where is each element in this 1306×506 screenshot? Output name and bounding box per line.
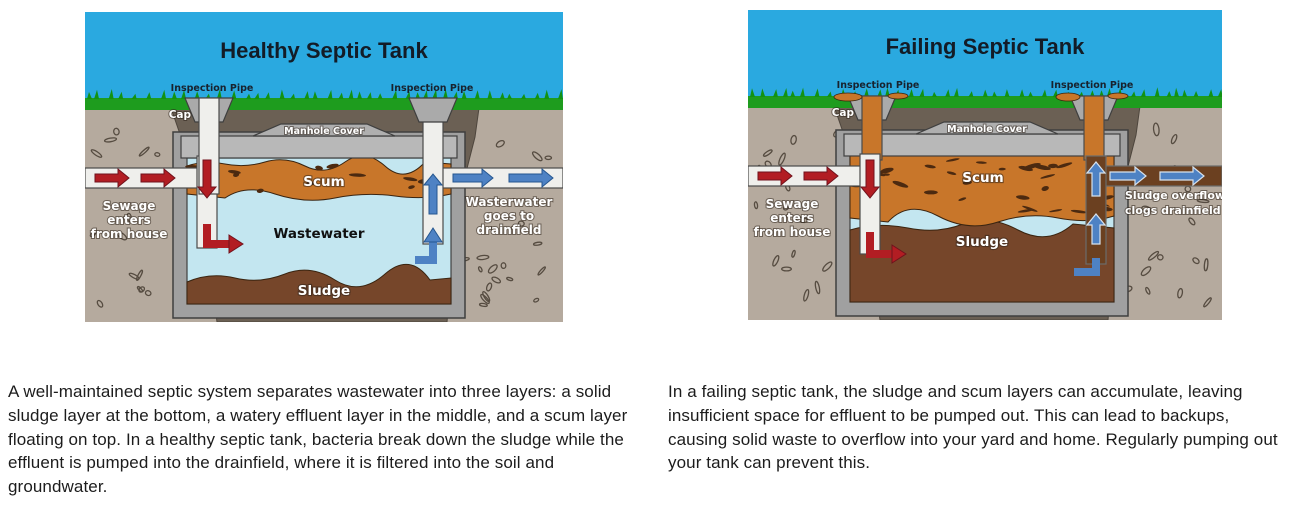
outflow-elbow-arrow xyxy=(415,242,437,264)
failing-caption: In a failing septic tank, the sludge and… xyxy=(668,382,1278,473)
manhole-cover-label: Manhole Cover xyxy=(947,124,1027,135)
overflow-caption-line1: Sludge overflow xyxy=(1125,189,1222,202)
outflow-elbow-arrow xyxy=(1074,258,1100,276)
inflow-elbow-head xyxy=(228,234,244,254)
grass-strip xyxy=(748,96,1222,108)
healthy-caption: A well-maintained septic system separate… xyxy=(8,382,628,497)
tank-lid xyxy=(180,135,458,159)
sludge-label: Sludge xyxy=(298,283,350,299)
sky-background xyxy=(748,10,1222,106)
inflow-arrow xyxy=(803,165,839,187)
outlet-caption-line3: drainfield xyxy=(477,223,542,237)
inflow-arrow xyxy=(140,167,176,189)
failing-septic-tank-diagram: Failing Septic Tank Inspection Pipe Insp… xyxy=(748,10,1222,320)
scum-label: Scum xyxy=(303,174,344,190)
scum-mound xyxy=(833,92,863,102)
outlet-caption-line1: Wasterwater xyxy=(466,195,553,209)
inspection-pipe-label-left: Inspection Pipe xyxy=(837,80,920,91)
scum-layer xyxy=(186,155,452,201)
inlet-caption-line1: Sewage xyxy=(766,197,819,211)
inflow-arrow xyxy=(94,167,130,189)
inlet-caption-line2: enters xyxy=(107,213,151,227)
inflow-elbow-arrow xyxy=(203,224,229,248)
diagram-title: Failing Septic Tank xyxy=(886,34,1086,59)
outflow-arrow xyxy=(452,167,494,189)
inlet-caption-line3: from house xyxy=(754,225,831,239)
outflow-up-arrow xyxy=(422,173,444,215)
failing-septic-tank-figure: Failing Septic Tank Inspection Pipe Insp… xyxy=(748,10,1222,320)
outflow-arrow xyxy=(1109,165,1147,187)
outflow-elbow-head xyxy=(423,227,443,243)
diagram-title: Healthy Septic Tank xyxy=(220,38,428,63)
wastewater-label: Wastewater xyxy=(273,226,364,242)
inspection-pipe-label-right: Inspection Pipe xyxy=(391,83,474,94)
inspection-pipe-right-scum-filled xyxy=(1083,95,1105,161)
inspection-pipe-left-scum-filled xyxy=(861,95,883,161)
inlet-caption-line2: enters xyxy=(770,211,814,225)
scum-mound xyxy=(1055,92,1081,102)
inflow-elbow-head xyxy=(891,244,907,264)
sludge-layer xyxy=(186,264,452,305)
grass-strip xyxy=(85,98,563,110)
scum-layer xyxy=(849,155,1115,227)
inlet-caption-line1: Sewage xyxy=(103,199,156,213)
inflow-down-arrow xyxy=(859,159,881,199)
inflow-arrow xyxy=(757,165,793,187)
outflow-arrow xyxy=(1159,165,1205,187)
cap-label: Cap xyxy=(832,107,855,119)
scum-label: Scum xyxy=(962,170,1003,186)
inspection-pipe-label-left: Inspection Pipe xyxy=(171,83,254,94)
outlet-caption-line2: goes to xyxy=(484,209,534,223)
inspection-pipe-label-right: Inspection Pipe xyxy=(1051,80,1134,91)
overflow-caption-line2: clogs drainfield xyxy=(1125,204,1221,217)
inflow-elbow-arrow xyxy=(866,232,892,258)
scum-mound xyxy=(887,92,909,100)
outflow-up-arrow xyxy=(1085,213,1107,245)
soil-stones-right xyxy=(480,139,553,305)
manhole-cover xyxy=(252,123,396,137)
inflow-down-arrow xyxy=(196,159,218,199)
inspection-cap-right xyxy=(408,97,458,123)
inlet-caption-line3: from house xyxy=(91,227,168,241)
sludge-layer xyxy=(849,219,1115,303)
scum-mound xyxy=(1107,92,1129,100)
outflow-up-arrow xyxy=(1085,161,1107,197)
manhole-cover xyxy=(915,121,1059,135)
manhole-cover-label: Manhole Cover xyxy=(284,126,364,137)
outflow-arrow xyxy=(508,167,554,189)
tank-lid xyxy=(843,133,1121,157)
sludge-label: Sludge xyxy=(956,234,1008,250)
healthy-septic-tank-diagram: Healthy Septic Tank Inspection Pipe Insp… xyxy=(85,12,563,322)
cap-label: Cap xyxy=(169,109,192,121)
healthy-septic-tank-figure: Healthy Septic Tank Inspection Pipe Insp… xyxy=(85,12,563,322)
